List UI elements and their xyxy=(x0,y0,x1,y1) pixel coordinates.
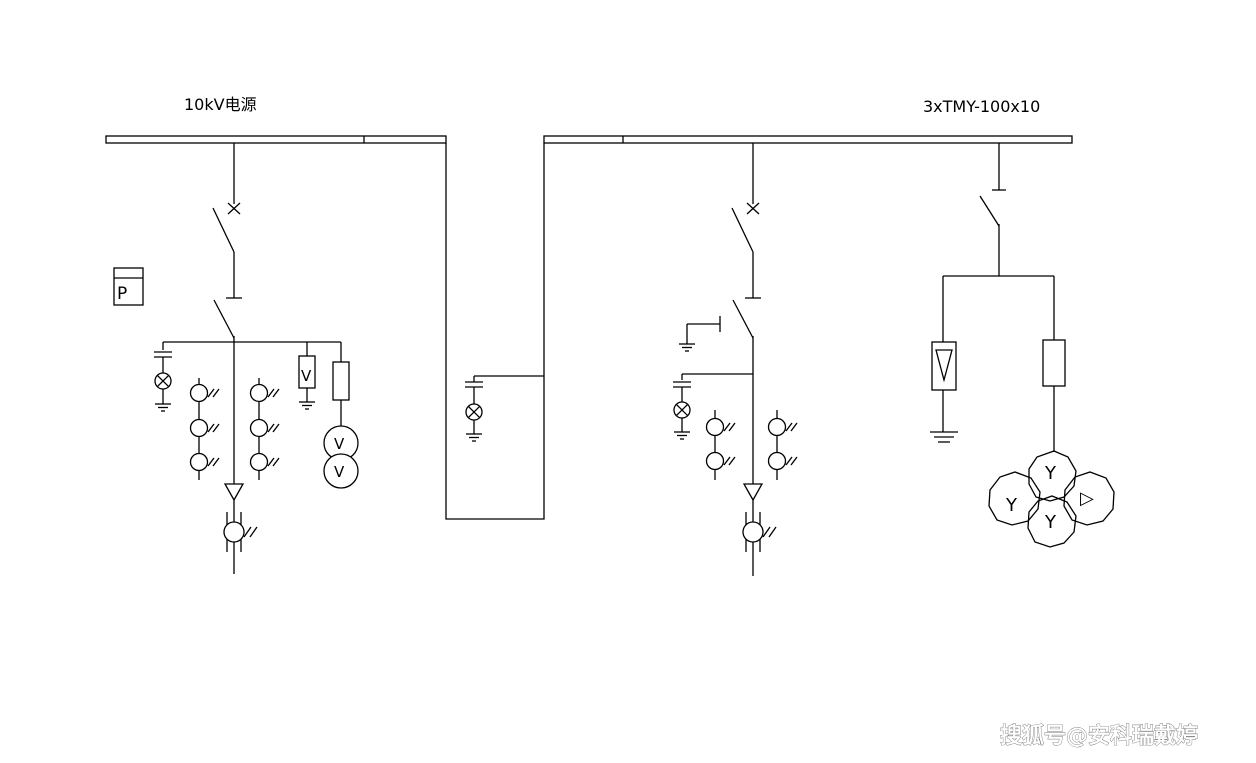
left-bus-label: 10kV电源 xyxy=(184,95,257,114)
left-incoming-feeder xyxy=(153,143,359,574)
pt-winding-left: Y xyxy=(1005,495,1018,516)
watermark: 搜狐号@安科瑞戴婷 xyxy=(1000,723,1198,749)
pt-winding-bottom: Y xyxy=(1044,512,1057,533)
right-busbar xyxy=(543,135,1073,144)
pt-arrester-branch xyxy=(930,143,1066,452)
pt-winding-delta: ▷ xyxy=(1080,488,1094,509)
right-outgoing-feeder xyxy=(672,143,798,576)
arrester-label: V xyxy=(301,367,312,385)
bus-tie-connection xyxy=(445,143,545,520)
pt-windings xyxy=(988,450,1115,548)
pt-winding-top: Y xyxy=(1044,463,1057,484)
right-bus-label: 3xTMY-100x10 xyxy=(923,97,1040,116)
meter-box xyxy=(113,267,144,306)
left-busbar xyxy=(105,135,447,144)
meter-letter: P xyxy=(117,284,127,304)
voltmeter-label-2: V xyxy=(334,463,345,481)
voltmeter-label-1: V xyxy=(334,435,345,453)
